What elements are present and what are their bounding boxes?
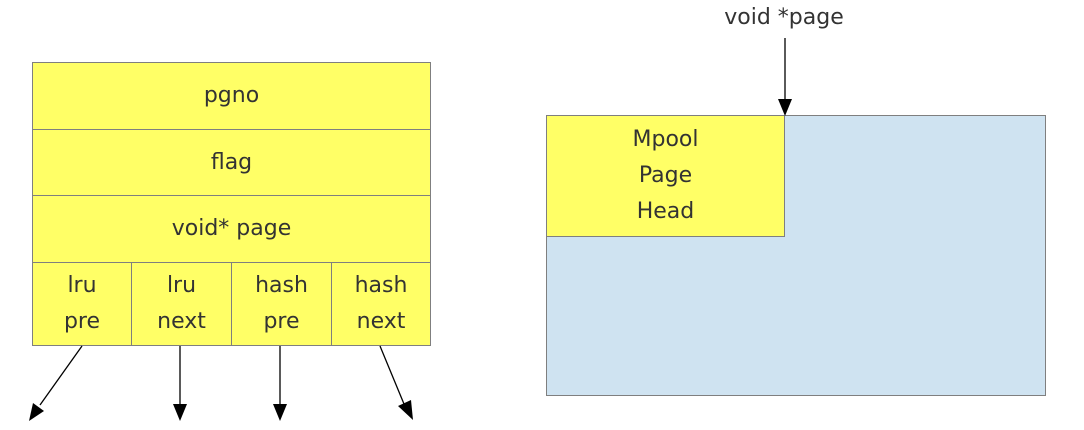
lru-pre-field: lru pre xyxy=(32,262,132,346)
lru-next-arrowhead xyxy=(173,404,187,421)
lru-next-line2: next xyxy=(157,309,206,334)
hash-next-arrowhead xyxy=(398,400,413,420)
flag-field: flag xyxy=(32,129,431,196)
mpool-page-head: Mpool Page Head xyxy=(546,115,785,237)
hash-pre-line1: hash xyxy=(255,273,308,298)
lru-next-line1: lru xyxy=(166,273,197,298)
hash-pre-field: hash pre xyxy=(231,262,332,346)
page-pointer-label: void* page xyxy=(171,216,292,241)
mpool-head-line2: Page xyxy=(638,163,693,188)
page-pointer-field: void* page xyxy=(32,195,431,263)
hash-pre-arrowhead xyxy=(273,404,287,421)
hash-next-arrow-line xyxy=(379,345,405,405)
lru-pre-arrow-line xyxy=(39,345,83,406)
lru-next-field: lru next xyxy=(131,262,232,346)
page-pointer-caption: void *page xyxy=(724,5,844,30)
pgno-field: pgno xyxy=(32,62,431,130)
lru-pre-line1: lru xyxy=(67,273,97,298)
page-pointer-arrowhead xyxy=(778,99,792,116)
hash-pre-line2: pre xyxy=(263,309,300,334)
lru-pre-arrowhead xyxy=(29,403,44,421)
lru-pre-line2: pre xyxy=(63,309,101,334)
hash-next-line2: next xyxy=(356,309,406,334)
flag-label: flag xyxy=(210,149,253,175)
hash-next-field: hash next xyxy=(331,262,431,346)
hash-next-line1: hash xyxy=(354,273,408,298)
mpool-head-line3: Head xyxy=(636,199,695,224)
mpool-head-line1: Mpool xyxy=(632,127,699,152)
pgno-label: pgno xyxy=(203,83,260,108)
